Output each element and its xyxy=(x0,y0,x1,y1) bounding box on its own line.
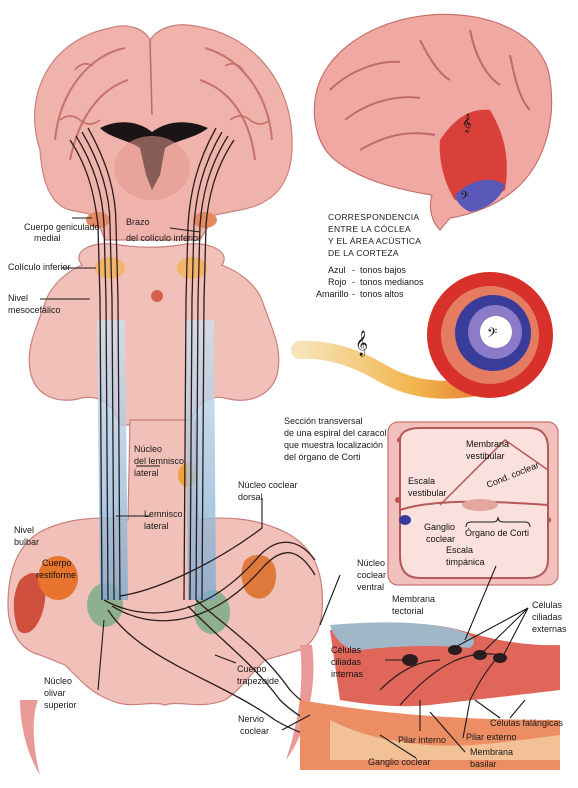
svg-text:tonos altos: tonos altos xyxy=(360,289,404,299)
label-coliculo-inferior: Colículo inferior xyxy=(8,262,71,272)
coronal-brain-section xyxy=(34,24,293,241)
label-lemnisco-lateral: Lemnisco lateral xyxy=(144,509,185,531)
midbrain-section xyxy=(28,212,280,426)
correspondence-legend: CORRESPONDENCIA ENTRE LA CÓCLEA Y EL ÁRE… xyxy=(316,212,424,299)
svg-text:tonos medianos: tonos medianos xyxy=(360,277,424,287)
legend-row-rojo: Rojo - tonos medianos xyxy=(328,277,424,287)
label-celulas-falangicas: Células falángicas xyxy=(490,718,564,728)
label-escala-timpanica: Escala timpánica xyxy=(446,545,485,567)
legend-heading: CORRESPONDENCIA ENTRE LA CÓCLEA Y EL ÁRE… xyxy=(328,212,423,258)
cerebral-cortex-view: 𝄞 𝄢 xyxy=(313,13,553,231)
svg-text:-: - xyxy=(352,277,355,287)
label-cuerpo-trapezoide: Cuerpo trapezoide xyxy=(237,664,279,686)
organ-of-corti-detail xyxy=(300,622,560,770)
svg-text:Rojo: Rojo xyxy=(328,277,347,287)
svg-text:𝄞: 𝄞 xyxy=(462,114,471,133)
label-ganglio-coclear-inset: Ganglio coclear xyxy=(424,522,458,544)
svg-text:𝄞: 𝄞 xyxy=(355,330,368,356)
label-nivel-mesocefalico: Nivel mesocefálico xyxy=(8,293,61,315)
svg-text:𝄢: 𝄢 xyxy=(460,189,469,205)
label-nivel-bulbar: Nivel bulbar xyxy=(14,525,39,547)
medulla-section xyxy=(7,419,324,775)
leader-lines xyxy=(40,217,529,759)
label-nucleo-lemnisco: Núcleo del lemnisco lateral xyxy=(134,444,187,478)
label-nucleo-coclear-ventral: Núcleo coclear ventral xyxy=(357,558,389,592)
label-ganglio-coclear-bottom: Ganglio coclear xyxy=(368,757,431,767)
cochlea-spiral: 𝄢 𝄞 xyxy=(291,272,553,399)
svg-text:-: - xyxy=(352,289,355,299)
label-membrana-tectorial: Membrana tectorial xyxy=(392,594,438,616)
label-membrana-basilar: Membrana basilar xyxy=(470,747,516,769)
svg-text:Amarillo: Amarillo xyxy=(316,289,349,299)
label-seccion-transversal: Sección transversal de una espiral del c… xyxy=(284,416,389,462)
label-membrana-vestibular: Membrana vestibular xyxy=(466,439,512,461)
label-escala-vestibular: Escala vestibular xyxy=(408,476,447,498)
lateral-lemniscus-right xyxy=(185,320,216,600)
cuerpo-restiforme-shape xyxy=(38,556,78,600)
svg-text:Azul: Azul xyxy=(328,265,346,275)
label-celulas-ciliadas-internas: Células ciliadas internas xyxy=(331,645,364,679)
label-nucleo-coclear-dorsal: Núcleo coclear dorsal xyxy=(238,480,300,502)
label-brazo: Brazo del colículo inferior xyxy=(126,217,201,243)
label-pilar-interno: Pilar interno xyxy=(398,735,446,745)
svg-text:tonos bajos: tonos bajos xyxy=(360,265,407,275)
label-nervio-coclear: Nervio coclear xyxy=(238,714,269,736)
label-organo-corti: Órgano de Corti xyxy=(465,528,529,538)
label-celulas-ciliadas-externas: Células ciliadas externas xyxy=(532,600,567,634)
svg-text:-: - xyxy=(352,265,355,275)
svg-text:𝄢: 𝄢 xyxy=(487,327,497,344)
legend-row-azul: Azul - tonos bajos xyxy=(328,265,407,275)
label-pilar-externo: Pilar externo xyxy=(466,732,517,742)
legend-row-amarillo: Amarillo - tonos altos xyxy=(316,289,404,299)
labels: Cuerpo geniculado medial Brazo del colíc… xyxy=(8,217,567,769)
label-cuerpo-restiforme: Cuerpo restiforme xyxy=(36,558,76,580)
label-nucleo-olivar: Núcleo olivar superior xyxy=(44,676,77,710)
organo-corti-brace xyxy=(465,516,531,528)
cochlea-cross-section xyxy=(387,421,559,586)
label-cuerpo-geniculado: Cuerpo geniculado medial xyxy=(24,222,102,243)
